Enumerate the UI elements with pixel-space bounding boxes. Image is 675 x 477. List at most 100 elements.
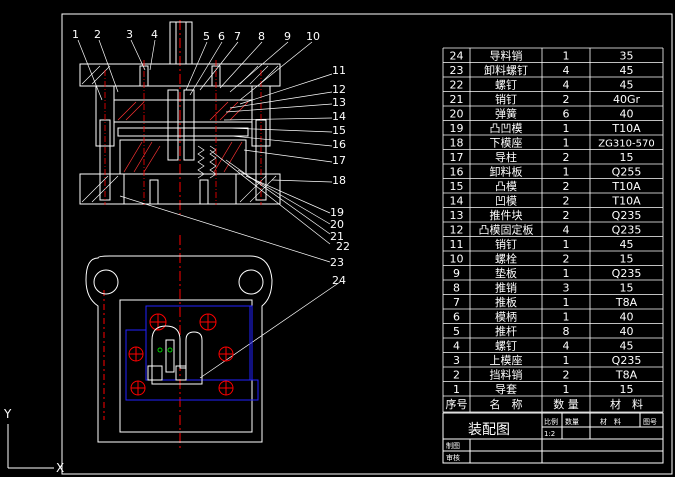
bom-cell-no: 6 [453,311,460,324]
ucs-x-label: X [56,461,64,475]
bom-cell-name: 推销 [495,281,517,295]
bom-cell-no: 12 [450,224,464,237]
bom-cell-qty: 1 [563,296,570,309]
bom-cell-no: 14 [450,195,464,208]
bom-cell-no: 11 [450,238,464,251]
part-label: 8 [258,30,265,43]
bom-cell-qty: 2 [563,151,570,164]
bom-cell-no: 18 [450,137,464,150]
part-label: 4 [151,28,158,41]
bom-cell-material: ZG310-570 [598,139,654,150]
bom-cell-material: T10A [611,195,641,208]
ucs-icon: Y X [3,407,64,475]
bom-cell-name: 螺钉 [495,79,517,92]
bom-cell-name: 弹簧 [495,107,517,121]
bom-cell-no: 19 [450,122,464,135]
part-label: 21 [330,230,344,243]
material-label: 材 料 [600,417,621,426]
part-label: 2 [94,28,101,41]
part-label: 22 [336,240,350,253]
bom-cell-no: 7 [453,296,460,309]
part-number-labels: 1 2 3 4 5 6 7 8 9 10 11 12 13 14 15 16 1… [72,28,350,287]
bom-cell-no: 15 [450,180,464,193]
bom-cell-qty: 1 [563,50,570,63]
lower-die-seat [79,173,281,205]
part-label: 5 [203,30,210,43]
bom-header-no: 序号 [446,397,468,411]
bom-cell-name: 挡料销 [490,368,523,382]
part-label: 19 [330,206,344,219]
bom-cell-qty: 1 [563,383,570,396]
bom-cell-qty: 4 [563,224,570,237]
bom-cell-no: 1 [453,383,460,396]
title-block [442,412,664,464]
bom-cell-material: 45 [620,79,634,92]
part-label: 18 [332,174,346,187]
bom-cell-name: 模柄 [495,311,517,324]
bom-cell-qty: 2 [563,209,570,222]
bom-cell-no: 22 [450,79,464,92]
bom-cell-qty: 2 [563,93,570,106]
bom-cell-no: 21 [450,93,464,106]
punch [167,89,179,161]
bom-cell-material: 35 [620,50,634,63]
bom-cell-qty: 2 [563,180,570,193]
bom-cell-name: 导套 [495,383,517,396]
part-label: 10 [306,30,320,43]
guide-hole-right [238,269,264,295]
bom-cell-no: 13 [450,209,464,222]
guide-hole-left [93,269,119,295]
bom-cell-material: Q235 [612,209,642,222]
pilot-holes [157,347,173,353]
stripper-plate [117,127,249,137]
bom-cell-material: Q255 [612,166,642,179]
bom-cell-qty: 1 [563,267,570,280]
bom-cell-no: 2 [453,369,460,382]
bom-cell-name: 卸料板 [490,165,523,179]
bom-header-qty: 数 量 [553,398,579,411]
bom-cell-qty: 1 [563,354,570,367]
bom-cell-material: Q235 [612,267,642,280]
bom-cell-no: 9 [453,267,460,280]
bom-cell-material: 45 [620,64,634,77]
bom-cell-material: 45 [620,340,634,353]
bom-cell-name: 凸模固定板 [479,223,534,237]
bom-cell-name: 凸凹模 [490,122,523,135]
bom-cell-material: T8A [615,369,638,382]
bom-cell-material: 40 [620,311,634,324]
bom-cell-name: 导料销 [490,49,523,63]
part-label: 1 [72,28,79,41]
bom-cell-qty: 1 [563,166,570,179]
bom-cell-qty: 4 [563,79,570,92]
bom-cell-name: 销钉 [495,92,517,106]
bom-cell-material: Q235 [612,354,642,367]
ucs-y-label: Y [3,407,12,421]
bom-cell-material: 15 [620,282,634,295]
bom-cell-name: 垫板 [495,266,517,280]
bom-cell-no: 16 [450,166,464,179]
bom-cell-qty: 4 [563,64,570,77]
bom-cell-name: 凸模 [495,180,517,193]
punch-fixing-plate [113,99,253,123]
bom-cell-name: 销钉 [495,237,517,251]
bom-cell-material: Q235 [612,224,642,237]
part-label: 20 [330,218,344,231]
bom-cell-name: 推件块 [490,208,523,222]
bom-cell-name: 螺栓 [495,252,517,266]
bom-cell-qty: 1 [563,137,570,150]
drawing-no-label: 图号 [643,418,657,426]
bom-cell-qty: 2 [563,195,570,208]
bom-cell-name: 凹模 [495,195,517,208]
scale-label: 比例 [544,417,558,426]
bom-cell-material: T10A [611,122,641,135]
bom-cell-material: T10A [611,180,641,193]
part-label: 6 [218,30,225,43]
part-label: 15 [332,124,346,137]
bom-cell-name: 螺钉 [495,340,517,353]
bom-header-material: 材 料 [610,397,643,411]
bom-cell-name: 推板 [495,295,517,309]
bom-cell-name: 推杆 [495,324,517,338]
drawn-label: 制图 [446,441,460,450]
